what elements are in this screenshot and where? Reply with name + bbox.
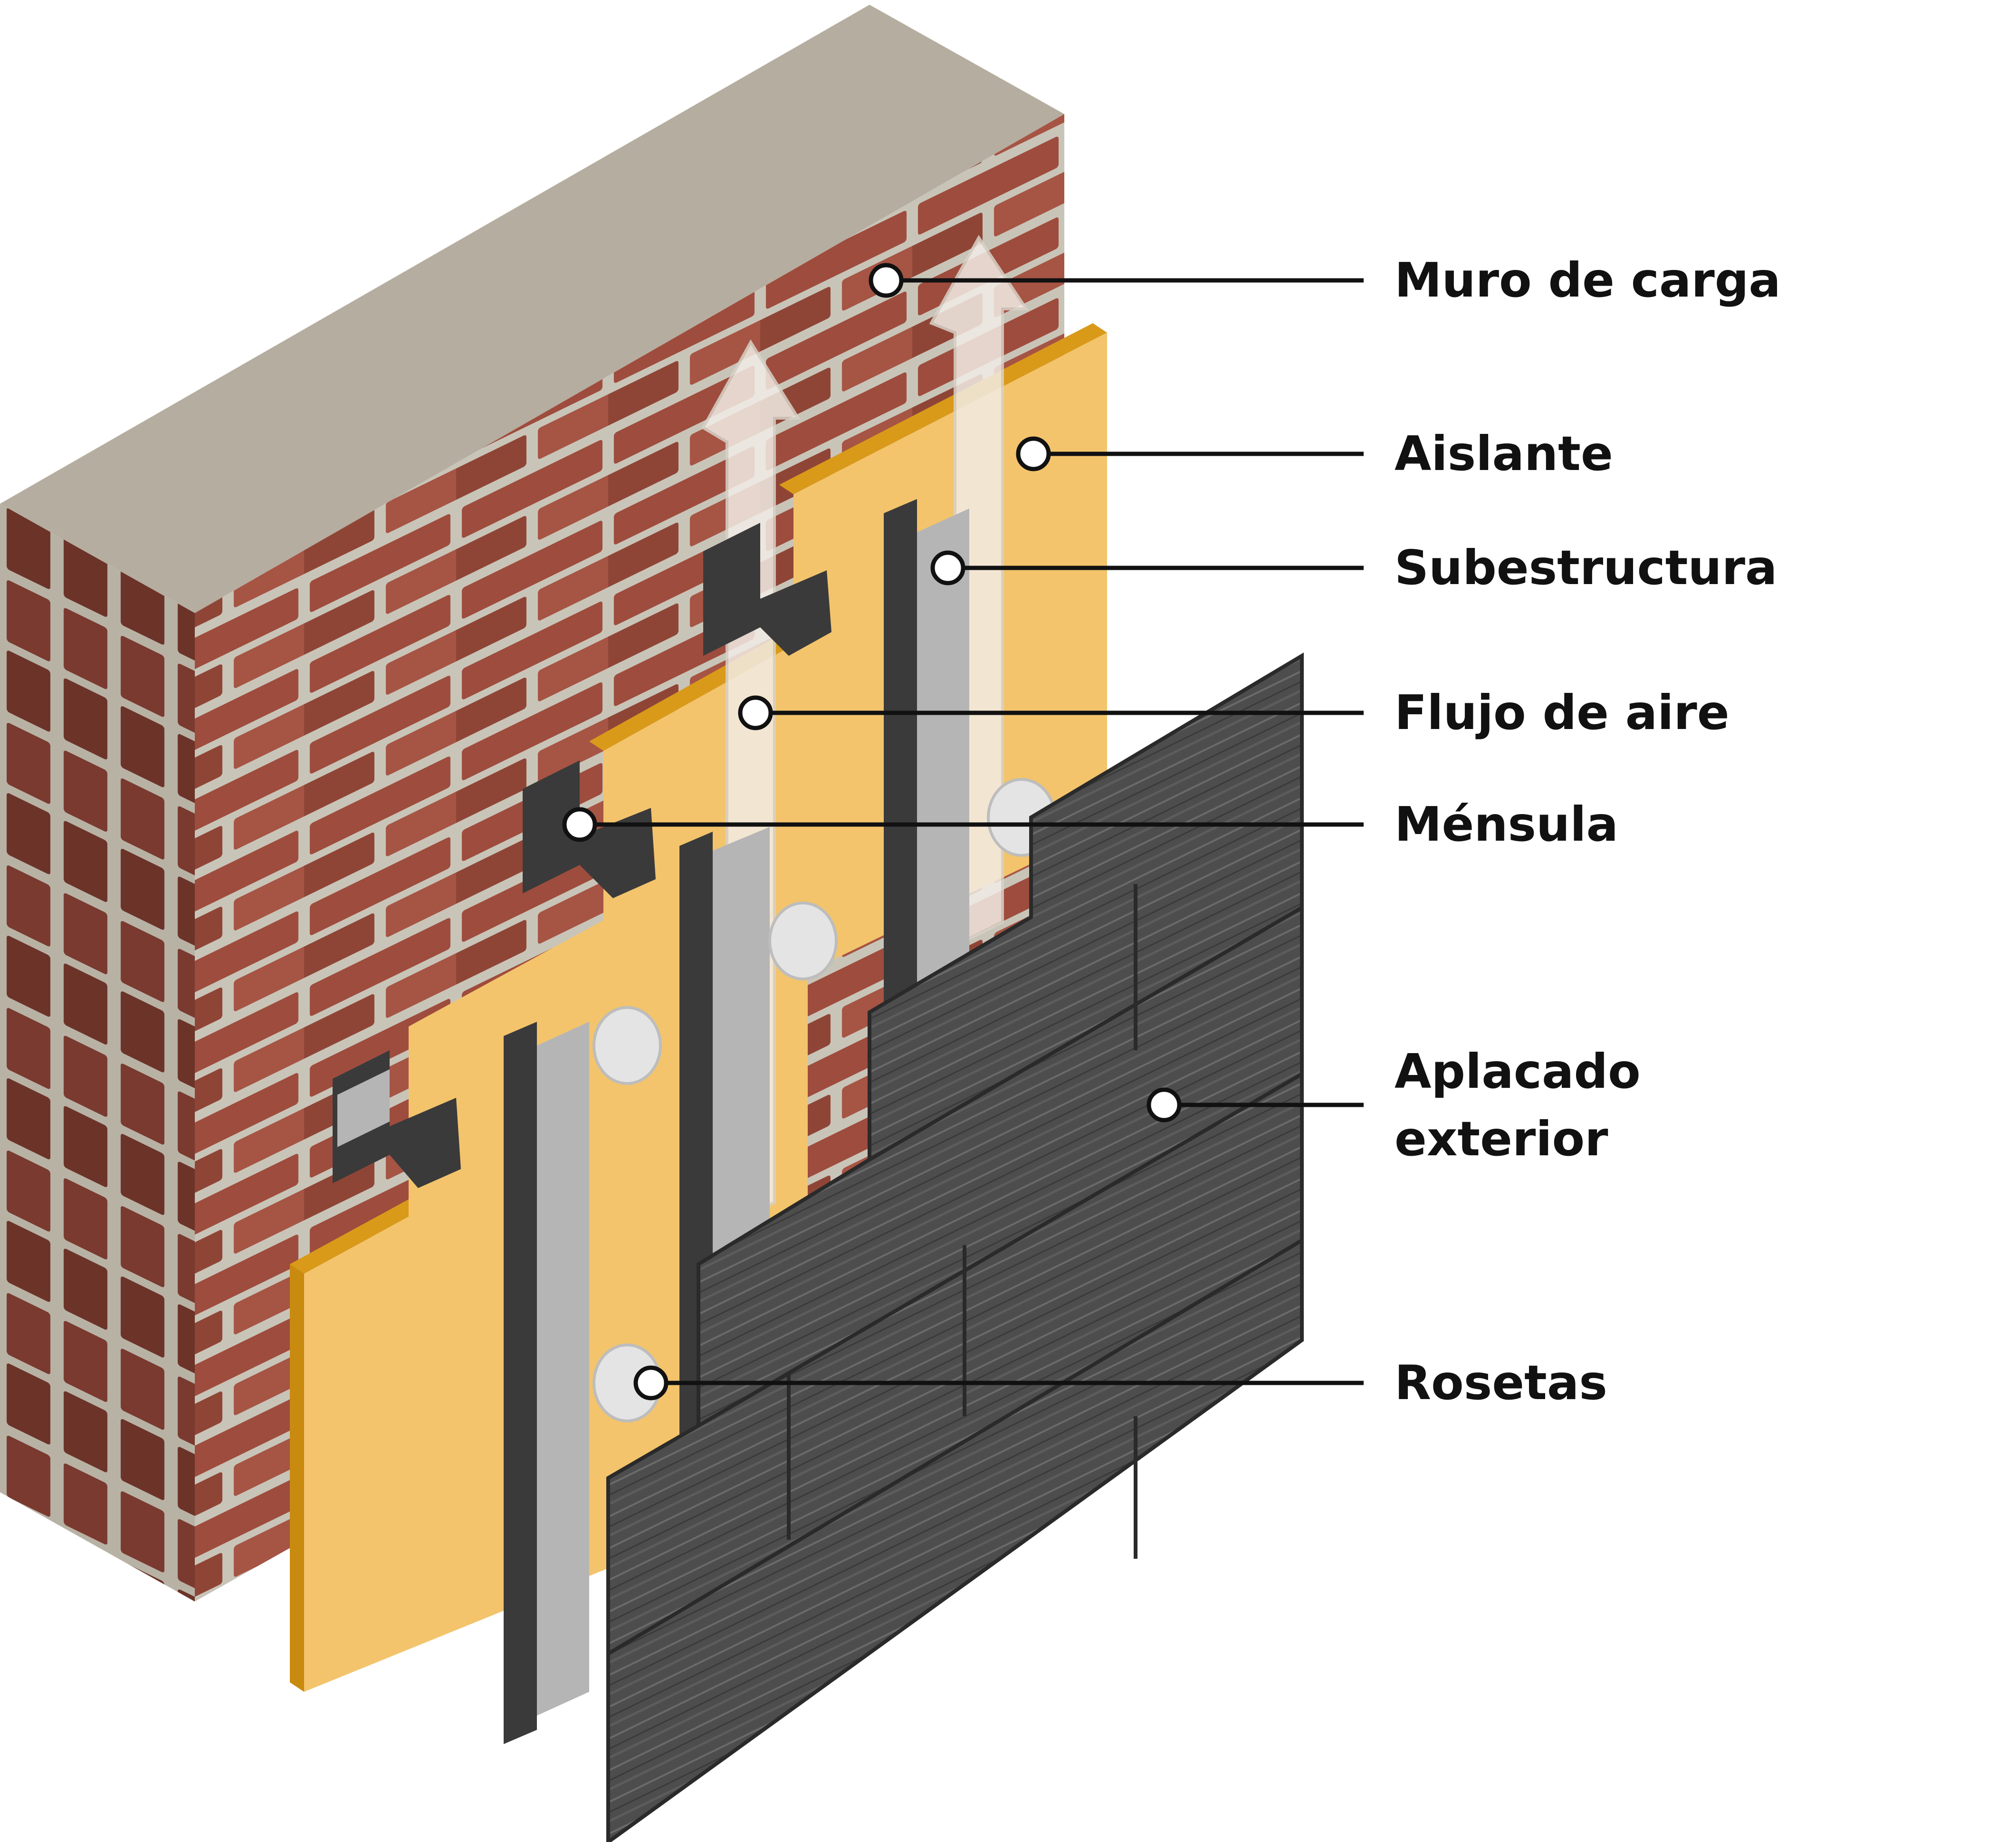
dot-aplacado xyxy=(1147,1087,1182,1122)
brick-wall-side xyxy=(0,504,195,1602)
insulation-upper-edge xyxy=(779,323,1107,494)
rosette-2 xyxy=(768,902,838,980)
exterior-cladding xyxy=(606,652,1304,1842)
cladding-seam-2 xyxy=(697,1072,1303,1428)
dot-muro xyxy=(869,263,904,298)
dot-subestructura xyxy=(930,550,965,585)
profile-left-dark xyxy=(504,1022,537,1744)
bracket-middle xyxy=(523,760,656,898)
label-aplacado-line1: Aplacado xyxy=(1395,1044,1641,1099)
substructure-profiles xyxy=(504,499,969,1744)
brackets xyxy=(333,523,831,1188)
profile-left xyxy=(537,1022,589,1716)
label-aplacado-line2: exterior xyxy=(1395,1111,1608,1167)
label-aislante: Aislante xyxy=(1395,426,1613,481)
profile-right xyxy=(917,508,969,988)
dot-flujo xyxy=(738,695,773,730)
leader-dots xyxy=(562,263,1182,1401)
label-subestructura: Subestructura xyxy=(1395,540,1777,595)
bracket-upper xyxy=(703,523,831,656)
label-rosetas: Rosetas xyxy=(1395,1355,1607,1410)
cladding-seam-1 xyxy=(868,906,1303,1161)
cladding-seam-3 xyxy=(607,1238,1303,1656)
dot-rosetas xyxy=(633,1365,669,1401)
label-mensula: Ménsula xyxy=(1395,796,1618,852)
dot-mensula xyxy=(562,807,597,842)
bracket-lower-plate xyxy=(337,1069,390,1147)
profile-right-dark xyxy=(884,499,917,1012)
leader-lines xyxy=(580,278,1364,1385)
label-muro-de-carga: Muro de carga xyxy=(1395,252,1781,308)
insulation-lower-edge-side xyxy=(290,1264,304,1692)
brick-wall-top xyxy=(0,5,1064,613)
dot-aislante xyxy=(1016,436,1051,471)
label-flujo-de-aire: Flujo de aire xyxy=(1395,685,1729,740)
rosette-3 xyxy=(592,1006,662,1085)
